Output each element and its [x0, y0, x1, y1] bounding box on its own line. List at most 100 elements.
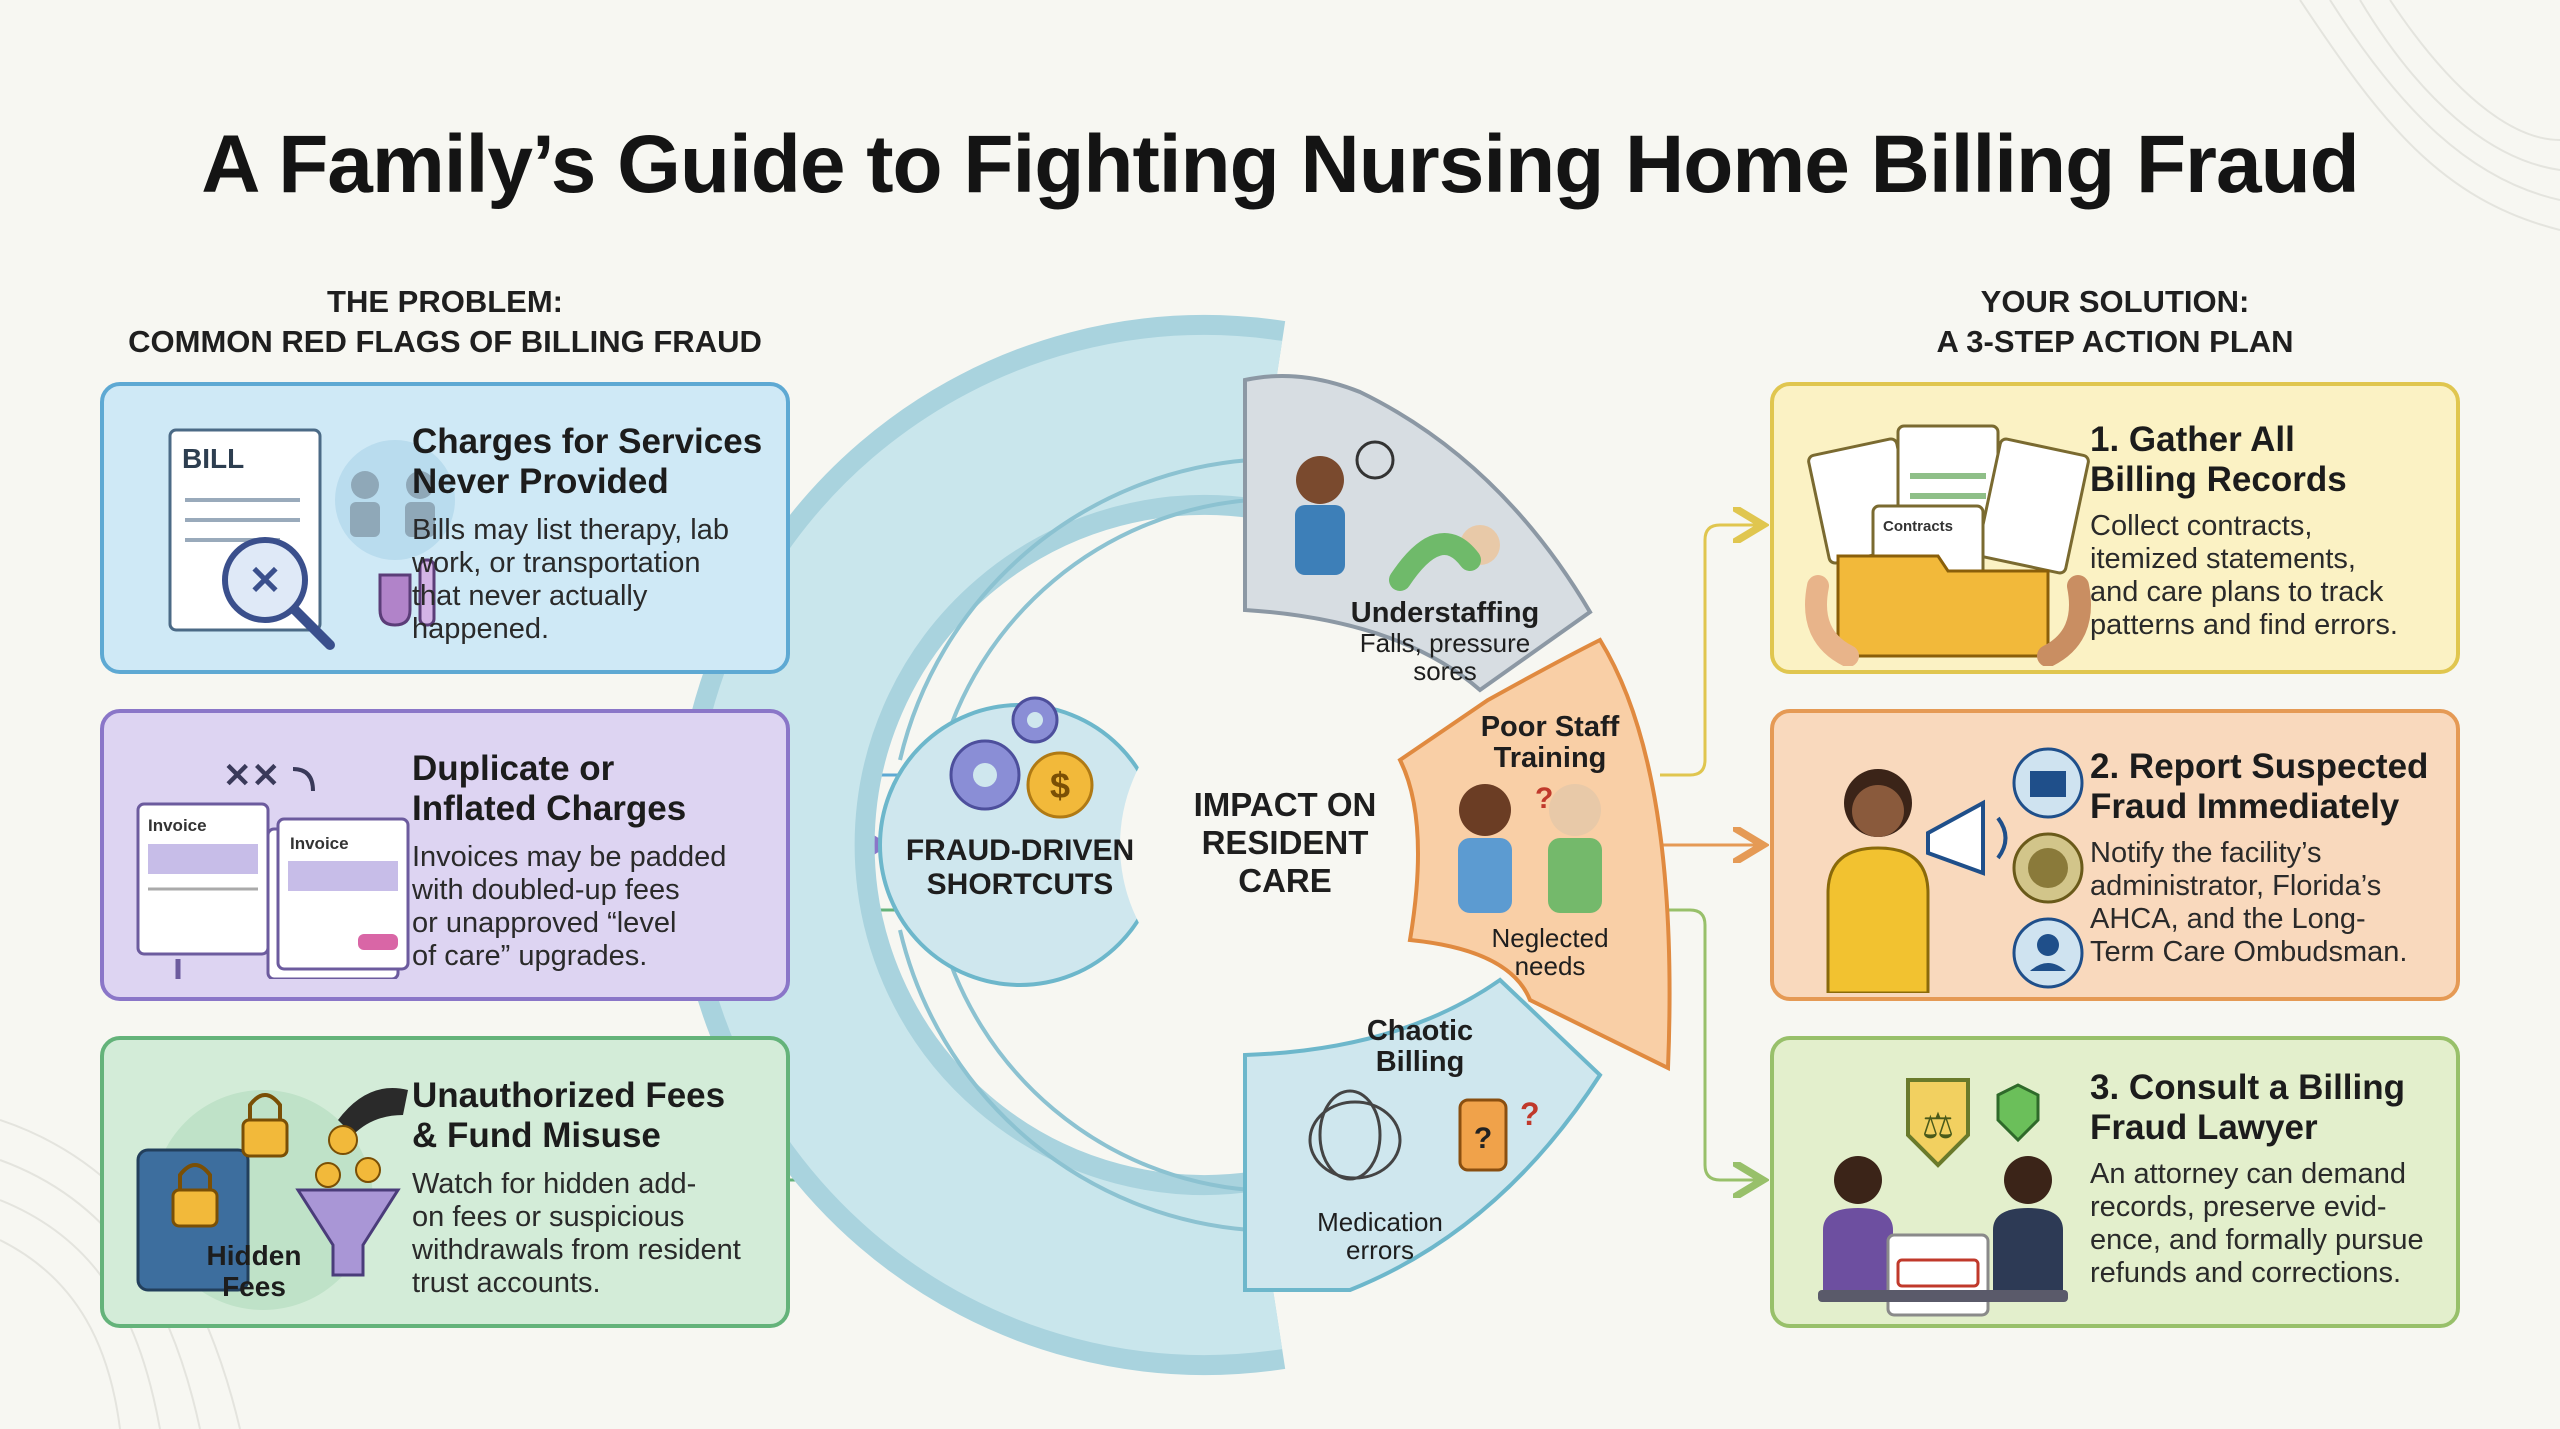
- understaffing-title: Understaffing: [1350, 597, 1540, 629]
- step2-body-line: Term Care Ombudsman.: [2090, 936, 2408, 968]
- card2-body-line: of care” upgrades.: [412, 940, 648, 972]
- step2-body-line: administrator, Florida’s: [2090, 870, 2382, 902]
- step2-body: Notify the facility’s administrator, Flo…: [2090, 837, 2408, 969]
- training-title1: Poor Staff: [1480, 711, 1620, 743]
- records-folder-icon: Contracts: [1805, 424, 2091, 666]
- step1-title-line2: Billing Records: [2090, 460, 2347, 499]
- problem-heading: THE PROBLEM: COMMON RED FLAGS OF BILLING…: [100, 282, 790, 362]
- card-services-never-provided: BILL ✕ Charges for Services Never Provid…: [100, 382, 790, 674]
- impact-label-line1: IMPACT ON: [1193, 786, 1377, 823]
- card3-body-line: Watch for hidden add-: [412, 1168, 697, 1200]
- card3-body-line: on fees or suspicious: [412, 1201, 685, 1233]
- card2-body-line: or unapproved “level: [412, 907, 677, 939]
- problem-heading-line2: COMMON RED FLAGS OF BILLING FRAUD: [128, 324, 762, 359]
- impact-label-line3: CARE: [1238, 862, 1332, 899]
- hidden-fees-icon: [136, 1088, 408, 1310]
- card3-title-line2: & Fund Misuse: [412, 1116, 661, 1155]
- step1-body: Collect contracts, itemized statements, …: [2090, 510, 2398, 642]
- svg-text:?: ?: [1520, 1096, 1540, 1132]
- hub-label-line2: SHORTCUTS: [926, 868, 1114, 901]
- card-unauthorized-fees: Hidden Fees Unauthorized Fees & Fund Mis…: [100, 1036, 790, 1328]
- card2-title-line2: Inflated Charges: [412, 789, 687, 828]
- card2-body: Invoices may be padded with doubled-up f…: [412, 841, 726, 973]
- step1-body-line: patterns and find errors.: [2090, 609, 2398, 641]
- step1-title-line1: 1. Gather All: [2090, 420, 2295, 459]
- card1-title: Charges for Services Never Provided: [412, 422, 762, 502]
- tangled-billing-icon: ? ?: [1308, 1089, 1540, 1181]
- step3-title: 3. Consult a Billing Fraud Lawyer: [2090, 1068, 2405, 1148]
- card2-title-line1: Duplicate or: [412, 749, 615, 788]
- chaotic-sub2: errors: [1346, 1235, 1414, 1265]
- step2-title-line1: 2. Report Suspected: [2090, 747, 2429, 786]
- card2-body-line: with doubled-up fees: [412, 874, 680, 906]
- invoice-label-1: Invoice: [148, 816, 207, 835]
- page-title: A Family’s Guide to Fighting Nursing Hom…: [201, 119, 2360, 210]
- card3-title-line1: Unauthorized Fees: [412, 1076, 726, 1115]
- lawyer-consultation-icon: ⚖: [1818, 1078, 2068, 1317]
- hidden-fees-label: Hidden Fees: [174, 1240, 334, 1302]
- step2-title: 2. Report Suspected Fraud Immediately: [2090, 747, 2428, 827]
- step3-body: An attorney can demand records, preserve…: [2090, 1158, 2424, 1290]
- duplicate-invoice-icon: ✕✕ Invoice Invoice: [136, 757, 410, 979]
- card3-body-line: trust accounts.: [412, 1267, 601, 1299]
- impact-center: [1120, 675, 1460, 1015]
- step3-title-line2: Fraud Lawyer: [2090, 1108, 2318, 1147]
- connector-yellow: [1660, 525, 1760, 777]
- invoice-label-2: Invoice: [290, 834, 349, 853]
- falling-resident-icon: [1295, 440, 1500, 591]
- hidden-fees-label1: Hidden: [206, 1240, 302, 1271]
- card2-body-line: Invoices may be padded: [412, 841, 727, 873]
- chaotic-sub1: Medication: [1317, 1207, 1443, 1237]
- chaotic-title1: Chaotic: [1366, 1015, 1474, 1047]
- solution-heading-line1: YOUR SOLUTION:: [1980, 284, 2250, 319]
- step3-body-line: An attorney can demand: [2090, 1158, 2406, 1190]
- card1-body-line: that never actually: [412, 580, 648, 612]
- understaffing-sub2: sores: [1413, 656, 1477, 686]
- step2-body-line: Notify the facility’s: [2090, 837, 2322, 869]
- card3-title: Unauthorized Fees & Fund Misuse: [412, 1076, 725, 1156]
- contracts-doc-label: Contracts: [1883, 518, 1953, 535]
- chaotic-sub: Medication errors: [1280, 1208, 1480, 1264]
- step1-title: 1. Gather All Billing Records: [2090, 420, 2347, 500]
- chaotic-title: Chaotic Billing: [1320, 1016, 1520, 1078]
- svg-text:✕✕: ✕✕: [223, 757, 280, 795]
- dollar-coin-icon: $: [1026, 751, 1094, 819]
- step1-body-line: Collect contracts,: [2090, 510, 2313, 542]
- training-title2: Training: [1493, 742, 1607, 774]
- step3-body-line: refunds and corrections.: [2090, 1257, 2402, 1289]
- svg-text:?: ?: [1474, 1122, 1492, 1155]
- card3-body-line: withdrawals from resident: [412, 1234, 741, 1266]
- problem-heading-line1: THE PROBLEM:: [327, 284, 563, 319]
- impact-label: IMPACT ON RESIDENT CARE: [1150, 786, 1420, 900]
- svg-text:⚖: ⚖: [1922, 1105, 1954, 1146]
- card1-title-line2: Never Provided: [412, 462, 669, 501]
- impact-label-line2: RESIDENT: [1201, 824, 1369, 861]
- training-sub1: Neglected: [1491, 923, 1609, 953]
- segment-understaffing: [1243, 374, 1593, 693]
- understaffing-sub1: Falls, pressure: [1359, 628, 1531, 658]
- card-consult-lawyer: ⚖ 3. Consult a Billing Fraud Lawyer An a…: [1770, 1036, 2460, 1328]
- step1-body-line: and care plans to track: [2090, 576, 2384, 608]
- understaffing-label: Understaffing Falls, pressure sores: [1280, 597, 1610, 686]
- card1-body-line: work, or transportation: [412, 547, 701, 579]
- bill-magnifier-icon: BILL ✕: [168, 428, 455, 650]
- step2-title-line2: Fraud Immediately: [2090, 787, 2400, 826]
- card-report-fraud: 2. Report Suspected Fraud Immediately No…: [1770, 709, 2460, 1001]
- solution-heading-line2: A 3-STEP ACTION PLAN: [1936, 324, 2294, 359]
- segment-chaotic-billing: [1243, 977, 1603, 1292]
- card1-title-line1: Charges for Services: [412, 422, 763, 461]
- hidden-fees-label2: Fees: [222, 1271, 286, 1302]
- step3-title-line1: 3. Consult a Billing: [2090, 1068, 2406, 1107]
- training-title: Poor Staff Training: [1450, 712, 1650, 774]
- bill-label: BILL: [182, 443, 244, 474]
- card1-body: Bills may list therapy, lab work, or tra…: [412, 514, 729, 646]
- svg-text:$: $: [1050, 765, 1070, 806]
- svg-text:✕: ✕: [248, 559, 282, 603]
- card2-title: Duplicate or Inflated Charges: [412, 749, 686, 829]
- gear-icon: [949, 696, 1059, 811]
- confused-staff-icon: ?: [1458, 782, 1602, 913]
- connector-light-green: [1660, 908, 1760, 1180]
- training-sub: Neglected needs: [1450, 924, 1650, 980]
- step2-body-line: AHCA, and the Long-: [2090, 903, 2366, 935]
- solution-heading: YOUR SOLUTION: A 3-STEP ACTION PLAN: [1770, 282, 2460, 362]
